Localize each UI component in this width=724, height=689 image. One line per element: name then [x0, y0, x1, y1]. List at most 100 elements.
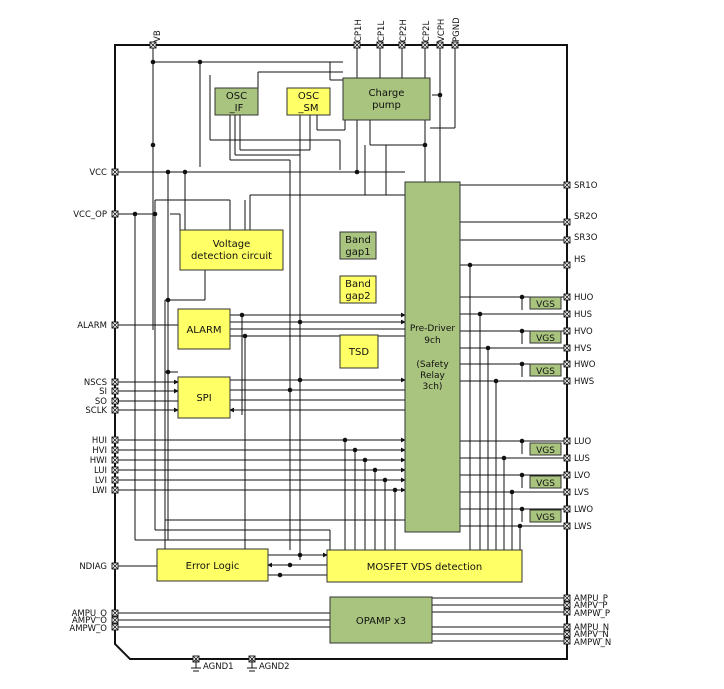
pin-hus: HUS	[574, 310, 592, 320]
pin-marker	[111, 609, 119, 617]
pin-marker	[563, 505, 571, 513]
left-pin-labels: VCC VCC_OP ALARM NSCS SI SO SCLK HUI HVI…	[69, 168, 107, 634]
pin-marker	[111, 168, 119, 176]
pin-marker	[563, 623, 571, 631]
pin-marker	[421, 41, 429, 49]
chip-outline	[114, 44, 568, 660]
opamp-block: OPAMP x3	[329, 596, 433, 644]
pin-marker	[563, 637, 571, 645]
bandgap1-label-2: gap1	[345, 247, 370, 258]
tsd-label: TSD	[348, 347, 369, 358]
pin-marker	[563, 601, 571, 609]
pin-marker	[563, 360, 571, 368]
pin-lui: LUI	[94, 466, 107, 476]
right-pin-labels: SR1O SR2O SR3O HS HUO HUS HVO HVS HWO HW…	[574, 181, 611, 648]
pin-vb: VB	[153, 30, 163, 42]
pin-marker	[563, 344, 571, 352]
vgs-blocks: VGS VGS VGS VGS VGS VGS	[529, 296, 562, 523]
pin-marker	[111, 623, 119, 631]
pin-hwi: HWI	[90, 456, 107, 466]
pre-driver-label-5: 3ch)	[423, 382, 443, 392]
voltage-detection-label-1: Voltage	[213, 239, 251, 250]
mosfet-vds-block: MOSFET VDS detection	[326, 549, 523, 583]
pin-marker	[353, 41, 361, 49]
charge-pump-label-2: pump	[372, 100, 401, 111]
pin-hvi: HVI	[92, 446, 107, 456]
vgs-u-high: VGS	[529, 296, 562, 310]
pin-lvs: LVS	[574, 488, 589, 498]
pin-hui: HUI	[92, 436, 107, 446]
pin-marker	[111, 562, 119, 570]
pin-marker	[111, 446, 119, 454]
pin-ampv-n: AMPV_N	[574, 630, 609, 640]
pin-alarm: ALARM	[77, 321, 107, 331]
pin-marker	[111, 616, 119, 624]
error-logic-label: Error Logic	[186, 561, 240, 572]
vgs-label: VGS	[536, 446, 555, 456]
vgs-w-high: VGS	[529, 363, 562, 377]
pin-marker	[563, 454, 571, 462]
pin-marker	[398, 41, 406, 49]
pin-vcc: VCC	[89, 168, 107, 178]
pin-marker	[563, 471, 571, 479]
voltage-detection-block: Voltage detection circuit	[179, 229, 284, 271]
pin-marker	[563, 181, 571, 189]
pin-hws: HWS	[574, 377, 594, 387]
pre-driver-label-1: Pre-Driver	[410, 324, 456, 334]
pin-lwi: LWI	[92, 486, 107, 496]
pin-marker	[111, 397, 119, 405]
pin-marker	[149, 41, 157, 49]
vgs-label: VGS	[536, 479, 555, 489]
pin-marker	[563, 522, 571, 530]
osc-sm-block: OSC _SM	[286, 87, 331, 116]
pin-marker	[563, 293, 571, 301]
pin-marker	[376, 41, 384, 49]
vgs-label: VGS	[536, 367, 555, 377]
junction-dots	[132, 59, 525, 578]
pin-marker	[111, 486, 119, 494]
pre-driver-label-3: (Safety	[416, 360, 449, 370]
pin-marker	[111, 378, 119, 386]
pin-ampu-o: AMPU_O	[72, 609, 108, 619]
vgs-label: VGS	[536, 334, 555, 344]
pin-vcc-op: VCC_OP	[73, 210, 107, 220]
pin-lvi: LVI	[95, 476, 107, 486]
pre-driver-block: Pre-Driver 9ch (Safety Relay 3ch)	[404, 181, 461, 533]
osc-if-label-1: OSC	[226, 91, 247, 102]
pin-ampw-p: AMPW_P	[574, 609, 610, 619]
pin-hvo: HVO	[574, 327, 593, 337]
pin-lvo: LVO	[574, 471, 590, 481]
vgs-u-low: VGS	[529, 442, 562, 456]
pin-marker	[111, 436, 119, 444]
vgs-w-low: VGS	[529, 509, 562, 523]
pin-marker	[563, 218, 571, 226]
bandgap1-block: Band gap1	[339, 231, 377, 260]
pin-marker	[563, 437, 571, 445]
pin-sr3o: SR3O	[574, 233, 598, 243]
spi-block: SPI	[177, 376, 231, 419]
bandgap2-block: Band gap2	[339, 275, 377, 304]
pin-ampu-p: AMPU_P	[574, 594, 608, 604]
pin-sr1o: SR1O	[574, 181, 598, 191]
error-logic-block: Error Logic	[156, 548, 269, 582]
vgs-v-low: VGS	[529, 475, 562, 489]
pin-marker	[111, 321, 119, 329]
pin-ampu-n: AMPU_N	[574, 623, 609, 633]
top-pin-labels: VB CP1H CP1L CP2H CP2L VCPH PGND	[153, 17, 462, 42]
pin-so: SO	[95, 397, 107, 407]
pin-hvs: HVS	[574, 344, 592, 354]
pin-marker	[111, 406, 119, 414]
pin-marker	[563, 377, 571, 385]
osc-sm-label-2: _SM	[298, 103, 319, 114]
pin-ndiag: NDIAG	[79, 562, 107, 572]
pin-cp1l: CP1L	[377, 21, 387, 42]
pin-marker	[563, 630, 571, 638]
pin-ampw-n: AMPW_N	[574, 638, 611, 648]
opamp-label: OPAMP x3	[356, 616, 406, 627]
bandgap1-label-1: Band	[345, 235, 371, 246]
pin-hs: HS	[574, 255, 586, 265]
voltage-detection-label-2: detection circuit	[191, 251, 272, 262]
pin-marker	[563, 310, 571, 318]
pin-marker	[451, 41, 459, 49]
